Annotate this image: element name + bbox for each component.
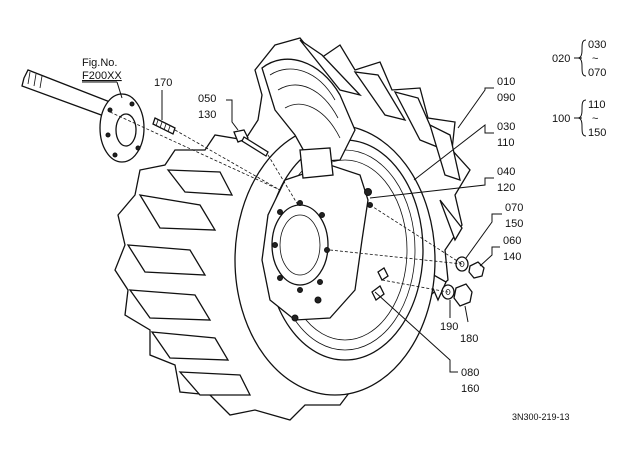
flange-bolt-hole [107,107,113,113]
fender-rib [277,84,339,119]
rim-bolt [364,188,372,196]
axle-spline [33,73,37,87]
rim-stud [377,267,389,281]
fender-bracket [299,147,334,179]
fender-rib [269,68,336,101]
wheel-rim [261,139,424,361]
disc-bolt-hole [317,279,323,285]
hex-bolt [233,129,269,157]
disc-bolt-hole [277,275,283,281]
callout-040: 040 [497,166,515,178]
callout-050: 050 [198,93,216,105]
drawing-code: 3N300-219-13 [512,412,570,422]
tread-lug [439,199,463,242]
rim-bolt [291,314,299,322]
callout-110: 110 [497,137,515,149]
callout-170: 170 [154,77,172,89]
disc-bolt-hole [277,209,283,215]
axle-assembly [21,69,145,163]
callout-180: 180 [460,333,478,345]
disc-bolt-hole [297,287,303,293]
axle-spline [27,71,31,85]
callout-030: 030 [497,121,515,133]
axle-spline [39,75,43,89]
fender-drawing [261,58,356,179]
stud-thread [159,121,163,129]
legend-110: 110 [588,99,606,111]
tread-lug [166,169,234,196]
nut-180 [453,283,473,307]
tread-lug [138,194,217,231]
tread-lug [178,371,252,396]
hex-bolt-shank [241,136,269,157]
callout-120: 120 [497,182,515,194]
legend-tilde-1: ~ [592,53,598,65]
stud-thread [167,125,171,133]
assembly-lines [109,111,463,293]
callout-090: 090 [497,92,515,104]
callout-130: 130 [198,109,216,121]
rim-bolt [314,296,322,304]
axle-flange-hub [115,113,137,147]
tread-lug [150,331,230,361]
disc-bolt-hole [324,247,330,253]
tread-lug [299,39,363,97]
callout-080: 080 [461,367,479,379]
flange-bolt-hole [112,152,118,158]
stud-thread [155,119,159,127]
callout-190: 190 [440,321,458,333]
stud-thread [163,123,167,131]
fig-ref-link[interactable]: F200XX [82,70,122,82]
tread-lug [428,123,461,181]
legend-100: 100 [552,113,570,125]
disc-bolt-hole [297,200,303,206]
legend-030: 030 [588,39,606,51]
callout-labels: Fig.No. F200XX 170 050 130 010 090 030 1… [82,57,523,395]
fender-rib [284,103,341,139]
flange-bolt-hole [135,145,141,151]
legend-020: 020 [552,53,570,65]
tread-lug [126,244,207,276]
callout-060: 060 [503,235,521,247]
legend-brace [577,99,587,137]
leader-lines [82,81,502,373]
hub-bore-inner [279,214,321,276]
rim-stud [371,285,385,301]
flange-bolt-hole [105,132,111,138]
stud-bolt-body [152,117,176,135]
range-legend: 020 030 ~ 070 100 110 ~ 150 [552,39,606,139]
legend-brace [577,39,587,77]
disc-bolt-hole [319,212,325,218]
callout-150: 150 [505,218,523,230]
stud-bolt [152,117,176,135]
callout-070: 070 [505,202,523,214]
callout-010: 010 [497,76,515,88]
flange-bolt-hole [129,101,135,107]
fig-no-label: Fig.No. [82,57,117,69]
legend-150: 150 [588,127,606,139]
callout-160: 160 [461,383,479,395]
legend-070: 070 [588,67,606,79]
callout-140: 140 [503,251,521,263]
tread-lug [353,71,407,122]
legend-tilde-2: ~ [592,113,598,125]
tread-lug [128,289,212,321]
disc-bolt-hole [272,242,278,248]
